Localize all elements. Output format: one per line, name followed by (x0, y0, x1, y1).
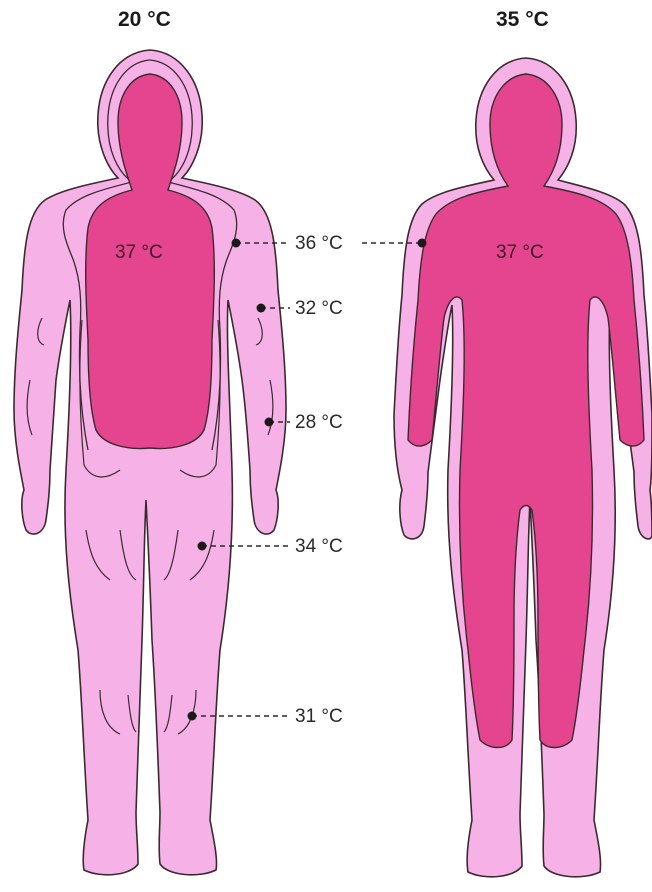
cold-figure (14, 50, 286, 875)
marker-31 (188, 712, 197, 721)
callout-label-36: 36 °C (295, 234, 343, 253)
marker-28 (265, 418, 274, 427)
marker-36-left (232, 239, 241, 248)
warm-panel-title: 35 °C (496, 8, 549, 32)
marker-34 (198, 542, 207, 551)
cold-core-label: 37 °C (115, 243, 163, 262)
marker-32 (257, 304, 266, 313)
cold-panel-title: 20 °C (118, 8, 171, 32)
marker-36-right (418, 239, 427, 248)
callout-label-32: 32 °C (295, 299, 343, 318)
warm-core-label: 37 °C (496, 243, 544, 262)
callout-label-34: 34 °C (295, 537, 343, 556)
warm-figure (394, 58, 652, 877)
callout-label-28: 28 °C (295, 413, 343, 432)
callout-label-31: 31 °C (295, 707, 343, 726)
